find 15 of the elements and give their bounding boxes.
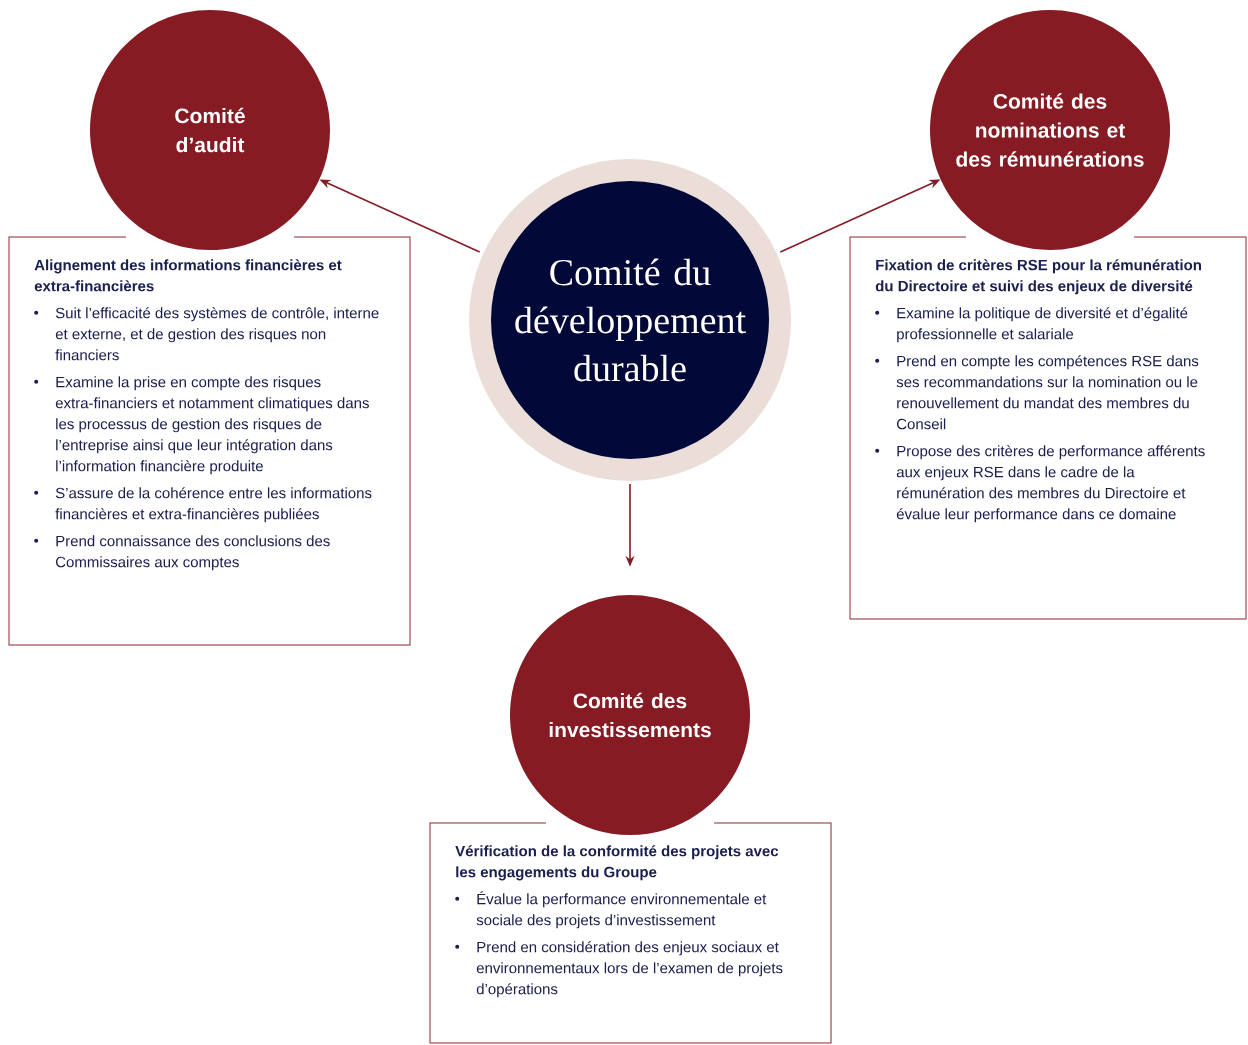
bullet-item: Prend en compte les compétences RSE dans ses recommandations sur la nomination ou le renouvellement du mandat des membres du Conseil [875, 355, 1199, 430]
info-box [849, 236, 1247, 620]
box-heading: Fixation de critères RSE pour la rémunération du Directoire et suivi des enjeux de diversité [875, 259, 1201, 295]
info-box [8, 236, 411, 646]
bullet-item: Évalue la performance environnementale et sociale des projets d’investissement [455, 891, 767, 929]
bullet-item: Prend connaissance des conclusions des Commissaires aux comptes [34, 535, 330, 571]
bullet-item: Examine la politique de diversité et d’égalité professionnelle et salariale [875, 307, 1188, 343]
bullet-item: Propose des critères de performance afférents aux enjeux RSE dans le cadre de la rémunération des membres du Directoire et évalue leur performance dans ce domaine [875, 445, 1205, 523]
bullet-item: Suit l’efficacité des systèmes de contrôle, interne et externe, et de gestion des risques non financiers [34, 307, 379, 361]
info-box [429, 822, 832, 1044]
bullet-item: Prend en considération des enjeux sociaux et environnementaux lors de l’examen de projets d’opérations [455, 941, 783, 998]
box-heading: Vérification de la conformité des projets avec les engagements du Groupe [455, 845, 779, 881]
box-heading: Alignement des informations financières et extra-financières [34, 259, 342, 292]
bullet-item: S’assure de la cohérence entre les informations financières et extra-financières publiées [34, 487, 372, 523]
bullet-item: Examine la prise en compte des risques extra-financiers et notamment climatiques dans les processus de gestion des risques de l’entreprise ainsi que leur intégration dans l’information financière produite [34, 376, 369, 475]
